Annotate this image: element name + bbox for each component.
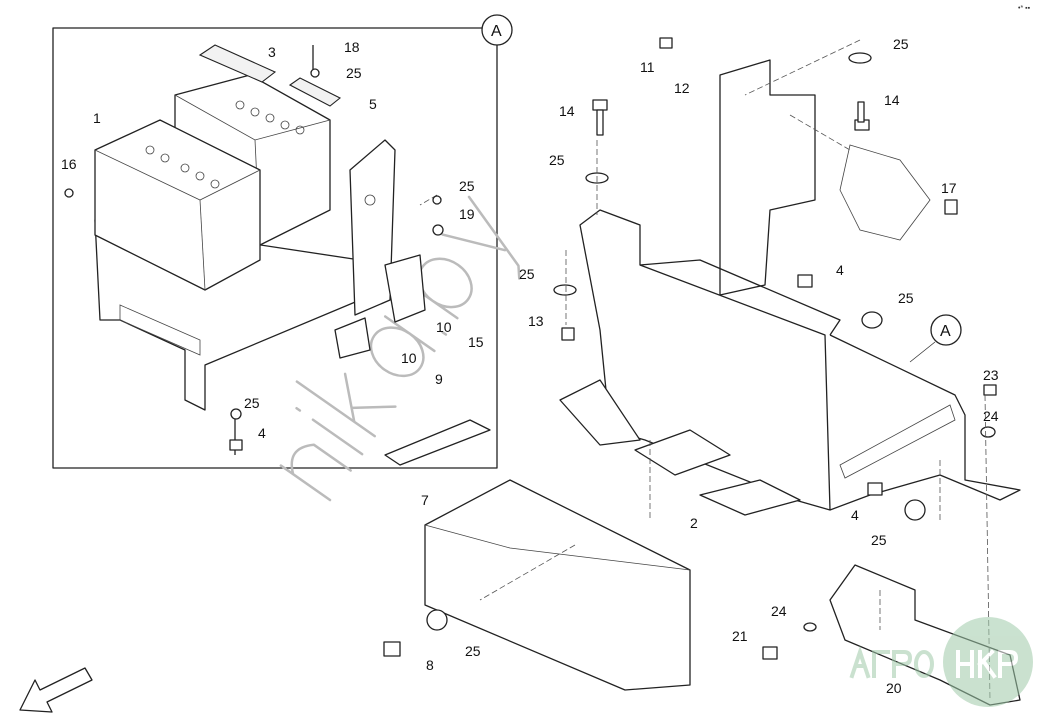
callout: 24 xyxy=(983,408,999,424)
callout: 4 xyxy=(258,425,266,441)
fasteners xyxy=(64,37,997,660)
callout: 3 xyxy=(268,44,276,60)
callout: 2 xyxy=(690,515,698,531)
callout: 9 xyxy=(435,371,443,387)
callout: 7 xyxy=(421,492,429,508)
callout: 20 xyxy=(886,680,902,696)
cover-edge xyxy=(424,524,691,571)
svg-text:A: A xyxy=(491,23,502,40)
callout: 16 xyxy=(61,156,77,172)
detail-marker-a: A xyxy=(481,14,513,46)
callout: 18 xyxy=(344,39,360,55)
callout: 25 xyxy=(871,532,887,548)
view-marker-a: A xyxy=(909,314,962,363)
corner-mark: •* ▪▪ xyxy=(1018,5,1031,12)
callout: 10 xyxy=(436,319,452,335)
connector-block xyxy=(839,144,931,241)
callout: 5 xyxy=(369,96,377,112)
callout: 19 xyxy=(459,206,475,222)
callout: 25 xyxy=(244,395,260,411)
callout-labels: 1 3 5 16 18 25 25 19 10 15 10 9 25 4 11 … xyxy=(61,36,999,696)
clamp-5 xyxy=(288,77,342,107)
battery-cover xyxy=(424,479,691,691)
main-bracket xyxy=(559,59,1021,516)
fuse-holder xyxy=(334,317,371,359)
callout: 25 xyxy=(459,178,475,194)
callout: 17 xyxy=(941,180,957,196)
callout: 25 xyxy=(893,36,909,52)
callout: 25 xyxy=(519,266,535,282)
clamp-3 xyxy=(198,44,277,83)
callout: 15 xyxy=(468,334,484,350)
callout: 25 xyxy=(465,643,481,659)
callout: 14 xyxy=(559,103,575,119)
callout: 25 xyxy=(549,152,565,168)
callout: 1 xyxy=(93,110,101,126)
callout: 14 xyxy=(884,92,900,108)
nut-17 xyxy=(944,199,958,215)
callout: 11 xyxy=(640,59,655,75)
callout: 8 xyxy=(426,657,434,673)
callout: 4 xyxy=(851,507,859,523)
callout: 21 xyxy=(732,628,748,644)
callout: 13 xyxy=(528,313,544,329)
callout: 23 xyxy=(983,367,999,383)
callout: 10 xyxy=(401,350,417,366)
direction-arrow-icon xyxy=(19,667,93,713)
callout: 12 xyxy=(674,80,690,96)
callout: 25 xyxy=(898,290,914,306)
cable xyxy=(384,419,491,466)
callout: 24 xyxy=(771,603,787,619)
callout: 4 xyxy=(836,262,844,278)
relay-box xyxy=(384,254,426,323)
svg-text:A: A xyxy=(940,323,951,340)
callout: 25 xyxy=(346,65,362,81)
agro-nkr-logo xyxy=(849,617,1033,707)
battery-front xyxy=(94,100,305,291)
